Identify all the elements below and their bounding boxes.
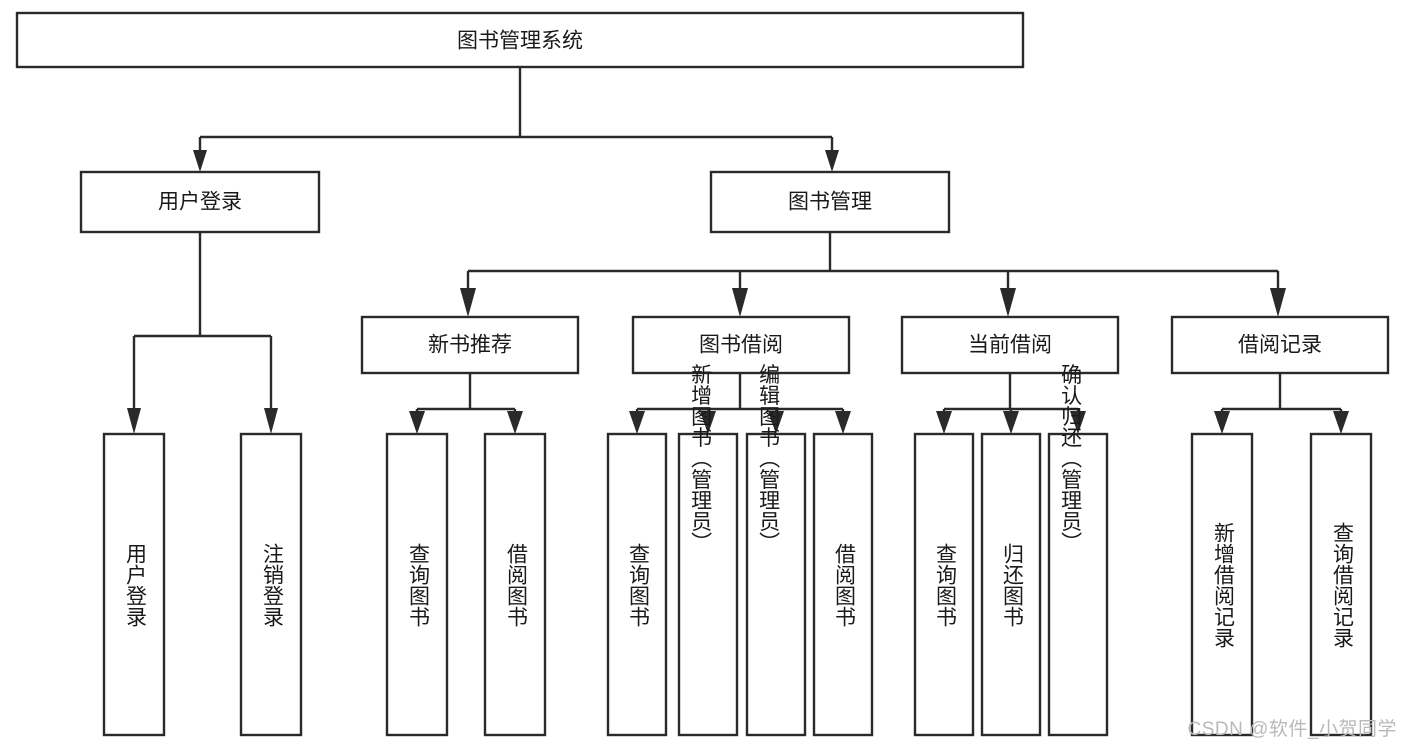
csdn-watermark: CSDN @软件_小贺同学 [1187, 719, 1397, 740]
arrow-head-book-mgmt [825, 150, 839, 172]
arrow-head-new-book-rec [460, 288, 476, 317]
node-leaf-logout[interactable]: 注销登录 [239, 432, 303, 737]
node-leaf-query-book-borrow[interactable]: 查询图书 [606, 432, 668, 737]
node-new-book-recommend[interactable]: 新书推荐 [360, 315, 580, 375]
node-leaf-query-book-rec[interactable]: 查询图书 [385, 432, 449, 737]
node-leaf-edit-book-label: 编辑图书（管理员） [757, 364, 781, 553]
arrow-head-leaf-query-book-3 [936, 411, 952, 434]
arrow-head-book-borrow [732, 288, 748, 317]
node-leaf-user-login-label: 用户登录 [123, 543, 147, 627]
node-leaf-add-borrow-record-box[interactable] [1190, 432, 1254, 737]
node-leaf-edit-book-box[interactable] [745, 432, 807, 737]
arrow-head-leaf-query-book-1 [409, 411, 425, 434]
node-leaf-query-borrow-record[interactable]: 查询借阅记录 [1309, 432, 1373, 737]
node-leaf-borrow-book-rec-label: 借阅图书 [504, 543, 528, 627]
arrow-head-leaf-query-record [1333, 411, 1349, 434]
node-leaf-borrow-book[interactable]: 借阅图书 [812, 432, 874, 737]
node-book-management[interactable]: 图书管理 [709, 170, 951, 234]
node-leaf-query-book-current-box[interactable] [913, 432, 975, 737]
arrow-head-leaf-add-book [700, 411, 716, 434]
node-leaf-borrow-book-rec[interactable]: 借阅图书 [483, 432, 547, 737]
node-borrow-record-box[interactable] [1170, 315, 1390, 375]
connector-layer [127, 67, 1349, 434]
node-leaf-borrow-book-label: 借阅图书 [832, 543, 856, 627]
node-book-borrow-box[interactable] [631, 315, 851, 375]
arrow-head-leaf-borrow-book-2 [835, 411, 851, 434]
node-leaf-edit-book[interactable]: 编辑图书（管理员） [745, 364, 807, 737]
node-leaf-add-book[interactable]: 新增图书（管理员） [677, 364, 739, 737]
node-leaf-borrow-book-rec-box[interactable] [483, 432, 547, 737]
node-leaf-query-book-borrow-box[interactable] [606, 432, 668, 737]
node-new-book-recommend-label: 新书推荐 [428, 334, 512, 357]
node-root-label: 图书管理系统 [457, 30, 583, 53]
node-leaf-user-login-box[interactable] [102, 432, 166, 737]
arrow-head-leaf-edit-book [768, 411, 784, 434]
arrow-head-leaf-borrow-book-1 [507, 411, 523, 434]
node-root[interactable]: 图书管理系统 [15, 11, 1025, 69]
node-leaf-add-book-box[interactable] [677, 432, 739, 737]
node-book-borrow-label: 图书借阅 [699, 334, 783, 357]
node-book-borrow[interactable]: 图书借阅 [631, 315, 851, 375]
node-leaf-confirm-return-label: 确认归还（管理员） [1059, 364, 1083, 553]
arrow-head-leaf-add-record [1214, 411, 1230, 434]
node-leaf-add-borrow-record-label: 新增借阅记录 [1211, 522, 1235, 648]
node-leaf-query-book-rec-box[interactable] [385, 432, 449, 737]
node-leaf-logout-label: 注销登录 [260, 543, 284, 627]
node-leaf-query-borrow-record-label: 查询借阅记录 [1330, 522, 1354, 648]
node-leaf-borrow-book-box[interactable] [812, 432, 874, 737]
node-root-box[interactable] [15, 11, 1025, 69]
node-current-borrow-label: 当前借阅 [968, 334, 1052, 357]
arrow-head-user-login [193, 150, 207, 172]
node-leaf-logout-box[interactable] [239, 432, 303, 737]
node-leaf-confirm-return-box[interactable] [1047, 432, 1109, 737]
node-user-login-box[interactable] [79, 170, 321, 234]
node-leaf-user-login[interactable]: 用户登录 [102, 432, 166, 737]
arrow-head-current-borrow [1000, 288, 1016, 317]
node-current-borrow-box[interactable] [900, 315, 1120, 375]
node-book-management-box[interactable] [709, 170, 951, 234]
node-leaf-query-book-current[interactable]: 查询图书 [913, 432, 975, 737]
arrow-head-leaf-confirm-return [1070, 411, 1086, 434]
node-leaf-return-book[interactable]: 归还图书 [980, 432, 1042, 737]
node-leaf-return-book-label: 归还图书 [1000, 543, 1024, 627]
arrow-head-leaf-return-book [1003, 411, 1019, 434]
node-book-management-label: 图书管理 [788, 191, 872, 214]
node-user-login-label: 用户登录 [158, 191, 242, 214]
node-new-book-recommend-box[interactable] [360, 315, 580, 375]
node-user-login[interactable]: 用户登录 [79, 170, 321, 234]
arrow-head-leaf-logout [264, 408, 278, 434]
node-leaf-query-book-current-label: 查询图书 [933, 543, 957, 627]
node-leaf-query-book-rec-label: 查询图书 [406, 543, 430, 627]
node-borrow-record[interactable]: 借阅记录 [1170, 315, 1390, 375]
node-leaf-query-book-borrow-label: 查询图书 [626, 543, 650, 627]
arrow-head-leaf-query-book-2 [629, 411, 645, 434]
arrow-head-leaf-user-login [127, 408, 141, 434]
node-current-borrow[interactable]: 当前借阅 [900, 315, 1120, 375]
node-borrow-record-label: 借阅记录 [1238, 334, 1322, 357]
arrow-head-borrow-record [1270, 288, 1286, 317]
node-leaf-add-book-label: 新增图书（管理员） [689, 364, 713, 553]
node-leaf-return-book-box[interactable] [980, 432, 1042, 737]
node-leaf-query-borrow-record-box[interactable] [1309, 432, 1373, 737]
node-leaf-add-borrow-record[interactable]: 新增借阅记录 [1190, 432, 1254, 737]
node-leaf-confirm-return[interactable]: 确认归还（管理员） [1047, 364, 1109, 737]
